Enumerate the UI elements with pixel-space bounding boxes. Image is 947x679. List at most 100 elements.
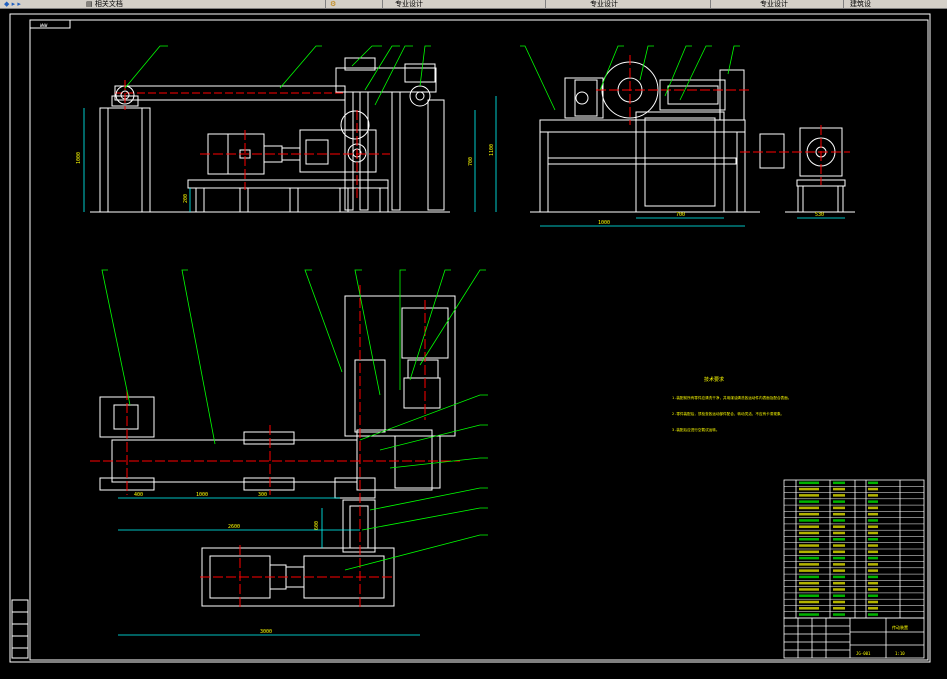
title-block — [783, 617, 925, 659]
dim-elev-right2: 1100 — [489, 144, 495, 156]
dim-plan-total1: 2600 — [228, 524, 240, 530]
toolbar-icon-group[interactable]: ◆ ▸ ▸ — [4, 0, 74, 8]
bom-cell-mark — [833, 581, 845, 585]
bom-cell-mark — [799, 613, 819, 616]
bom-cell-mark — [833, 594, 845, 597]
plan-view — [99, 295, 456, 607]
bom-cell-mark — [833, 613, 845, 616]
dim-side-width2: 700 — [676, 212, 685, 218]
bom-cell-mark — [868, 556, 878, 560]
tech-requirement-3: 3.装配后应进行空载试运转。 — [672, 427, 719, 432]
bom-cell-mark — [868, 506, 878, 510]
dim-plan-vertical: 600 — [314, 521, 320, 530]
bom-cell-mark — [868, 487, 878, 491]
toolbar-separator — [710, 0, 711, 8]
margin-stamp — [11, 599, 29, 659]
bom-cell-mark — [799, 575, 819, 579]
bom-cell-mark — [868, 563, 878, 566]
bom-cell-mark — [799, 569, 819, 572]
dim-plan-total2: 3000 — [260, 629, 272, 635]
nav-icon[interactable]: ◆ ▸ ▸ — [4, 0, 21, 8]
title-block-name: 传动装置 — [892, 624, 908, 630]
bom-cell-mark — [833, 506, 845, 510]
dim-side-width: 1000 — [598, 220, 610, 226]
bom-cell-mark — [833, 500, 845, 503]
doc-icon: ▤ — [86, 0, 93, 8]
tab-design-2[interactable]: 专业设计 — [395, 0, 455, 8]
bom-cell-mark — [868, 594, 878, 597]
tab-label: 专业设计 — [590, 0, 618, 8]
plan-view-dimensions — [118, 497, 420, 636]
bom-cell-mark — [833, 487, 845, 491]
toolbar-separator — [843, 0, 844, 8]
bom-cell-mark — [833, 531, 845, 535]
tab-design-5[interactable]: 建筑设 — [850, 0, 910, 8]
side-elevation-view — [530, 61, 855, 213]
cad-drawing-canvas[interactable]: WWW — [0, 9, 947, 675]
bom-cell-mark — [833, 588, 845, 591]
inner-frame — [29, 19, 929, 661]
dim-elev-right: 700 — [468, 157, 474, 166]
outer-frame — [9, 13, 931, 663]
tab-design-1[interactable]: ⚙ — [330, 0, 370, 8]
toolbar-separator — [382, 0, 383, 8]
dim-elev-small: 200 — [183, 194, 189, 203]
bom-cell-mark — [799, 550, 819, 554]
bom-cell-mark — [799, 506, 819, 510]
bom-cell-mark — [799, 494, 819, 497]
tech-requirement-2: 2.零件装配后，须检查各运动部件配合，转动灵活，不应有卡滞现象。 — [672, 411, 784, 416]
title-block-scale: 1:10 — [895, 651, 905, 656]
bom-cell-mark — [868, 481, 878, 485]
bom-cell-mark — [799, 563, 819, 566]
bom-cell-mark — [799, 487, 819, 491]
dim-plan-seg1: 400 — [134, 492, 143, 498]
side-elevation-dimensions — [540, 217, 845, 227]
bom-cell-mark — [799, 500, 819, 503]
bom-cell-mark — [799, 538, 819, 541]
bom-cell-mark — [833, 544, 845, 547]
bom-cell-mark — [799, 600, 819, 604]
bom-cell-mark — [868, 581, 878, 585]
dim-side-width3: 530 — [815, 212, 824, 218]
tab-label: 专业设计 — [760, 0, 788, 8]
bom-cell-mark — [833, 538, 845, 541]
dim-plan-seg3: 300 — [258, 492, 267, 498]
bom-cell-mark — [799, 531, 819, 535]
tab-design-4[interactable]: 专业设计 — [760, 0, 820, 8]
front-elevation-leaders — [124, 45, 431, 106]
bom-cell-mark — [799, 544, 819, 547]
bom-cell-mark — [799, 594, 819, 597]
bom-cell-mark — [868, 538, 878, 541]
tech-requirement-1: 1.装配前所有零件应清洗干净，并用煤油清洗各运动件内表面及配合表面。 — [672, 395, 791, 400]
tab-related-docs[interactable]: ▤ 相关文档 — [86, 0, 146, 8]
bom-cell-mark — [868, 607, 878, 610]
front-elevation-view — [90, 57, 450, 213]
bom-cell-mark — [868, 588, 878, 591]
toolbar-separator — [545, 0, 546, 8]
bom-cell-mark — [799, 481, 819, 485]
bom-cell-mark — [868, 613, 878, 616]
bom-cell-mark — [833, 607, 845, 610]
bom-cell-mark — [833, 481, 845, 485]
dim-plan-seg2: 1000 — [196, 492, 208, 498]
title-block-drawing-no: JG-001 — [856, 651, 871, 656]
bom-cell-mark — [833, 556, 845, 560]
side-elevation-centerlines — [596, 55, 850, 185]
plan-view-centerlines — [90, 285, 460, 610]
bom-cell-mark — [833, 519, 845, 522]
cad-drawing[interactable]: WWW — [0, 9, 947, 675]
tech-requirements-title: 技术要求 — [704, 376, 724, 383]
bom-cell-mark — [833, 563, 845, 566]
tab-design-3[interactable]: 专业设计 — [590, 0, 650, 8]
bom-cell-mark — [799, 581, 819, 585]
bom-cell-mark — [833, 525, 845, 528]
bom-cell-mark — [868, 500, 878, 503]
gear-icon: ⚙ — [330, 0, 337, 8]
bom-cell-mark — [868, 569, 878, 572]
bom-cell-mark — [799, 512, 819, 516]
plan-view-leaders — [101, 269, 488, 571]
bom-marks — [799, 481, 878, 616]
bom-cell-mark — [799, 556, 819, 560]
bom-cell-mark — [868, 519, 878, 522]
bom-cell-mark — [868, 550, 878, 554]
